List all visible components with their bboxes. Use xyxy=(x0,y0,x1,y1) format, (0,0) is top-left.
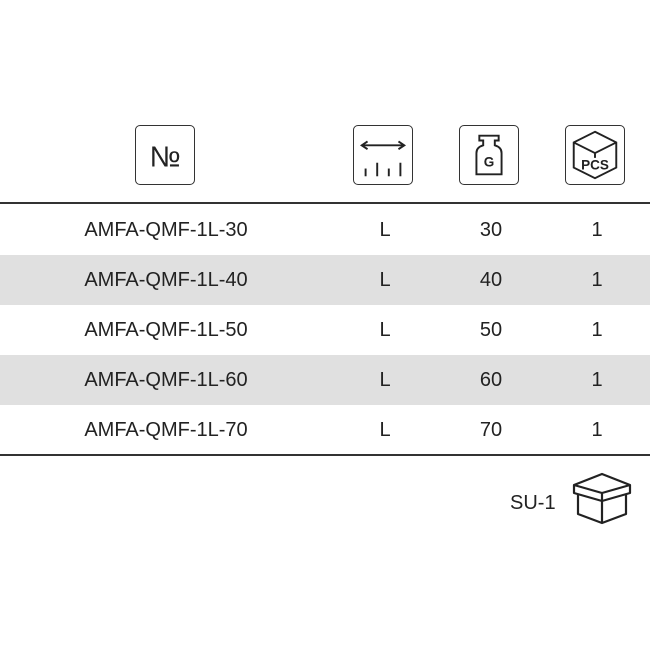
quantity: 1 xyxy=(591,419,603,441)
part-number: AMFA-QMF-1L-40 xyxy=(84,269,248,291)
part-number: AMFA-QMF-1L-50 xyxy=(84,319,248,341)
box-icon xyxy=(570,471,634,525)
quantity: 1 xyxy=(591,319,603,341)
pieces-pcs-icon: PCS xyxy=(565,125,625,185)
pieces-pcs-text: PCS xyxy=(581,158,609,173)
size: L xyxy=(379,319,391,341)
weight-g-text: G xyxy=(484,155,495,170)
weight: 30 xyxy=(479,219,503,241)
weight: 60 xyxy=(479,369,503,391)
table-row: AMFA-QMF-1L-60 L 60 1 xyxy=(0,355,650,405)
number-sign-text: № xyxy=(149,142,180,174)
part-number: AMFA-QMF-1L-30 xyxy=(84,219,248,241)
quantity: 1 xyxy=(591,219,603,241)
size: L xyxy=(379,269,391,291)
table-row: AMFA-QMF-1L-40 L 40 1 xyxy=(0,255,650,305)
size: L xyxy=(379,219,391,241)
table-row: AMFA-QMF-1L-70 L 70 1 xyxy=(0,405,650,455)
quantity: 1 xyxy=(591,369,603,391)
part-number: AMFA-QMF-1L-60 xyxy=(84,369,248,391)
packaging-unit-label: SU-1 xyxy=(510,492,556,514)
table-row: AMFA-QMF-1L-50 L 50 1 xyxy=(0,305,650,355)
weight: 40 xyxy=(479,269,503,291)
number-sign-icon: № xyxy=(135,125,195,185)
weight-g-icon: G xyxy=(459,125,519,185)
size: L xyxy=(379,419,391,441)
weight: 70 xyxy=(479,419,503,441)
size: L xyxy=(379,369,391,391)
table-top-rule xyxy=(0,202,650,204)
length-icon xyxy=(353,125,413,185)
weight: 50 xyxy=(479,319,503,341)
table-bottom-rule xyxy=(0,454,650,456)
part-number: AMFA-QMF-1L-70 xyxy=(84,419,248,441)
table-row: AMFA-QMF-1L-30 L 30 1 xyxy=(0,205,650,255)
quantity: 1 xyxy=(591,269,603,291)
